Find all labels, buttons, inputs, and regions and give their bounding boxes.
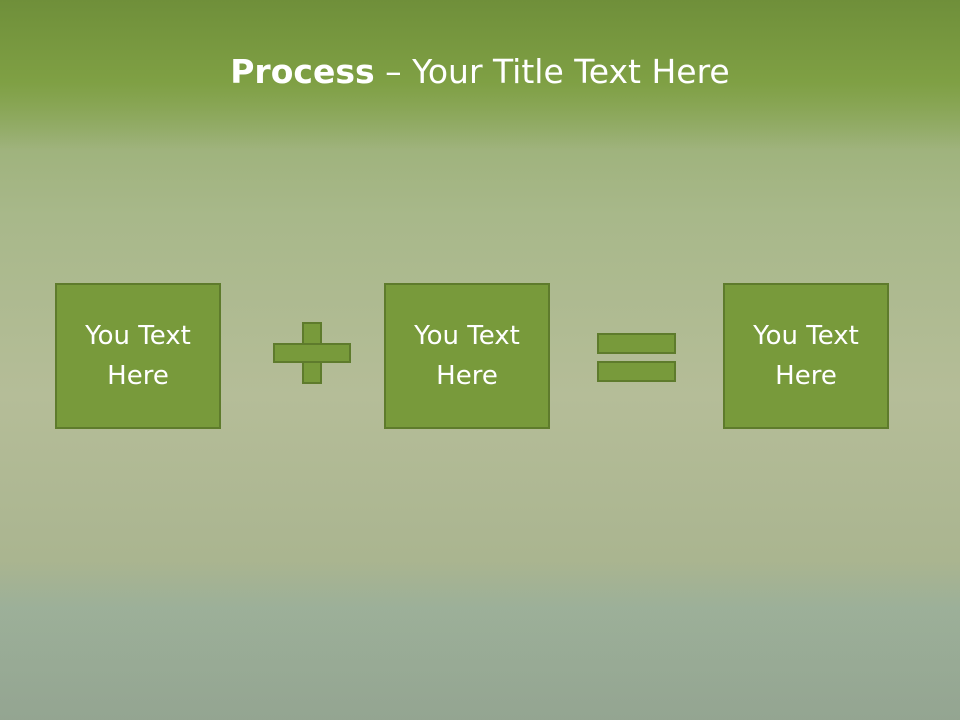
title-band [0,0,960,150]
process-box-2-label: You Text Here [414,321,520,391]
slide-title[interactable]: Process – Your Title Text Here [0,52,960,91]
background-photo [0,560,960,720]
process-box-2[interactable]: You Text Here [384,283,550,429]
process-box-1[interactable]: You Text Here [55,283,221,429]
process-box-1-label: You Text Here [85,321,191,391]
title-bold: Process [230,52,375,91]
process-box-3[interactable]: You Text Here [723,283,889,429]
process-box-3-label: You Text Here [753,321,859,391]
title-rest: – Your Title Text Here [374,52,730,91]
